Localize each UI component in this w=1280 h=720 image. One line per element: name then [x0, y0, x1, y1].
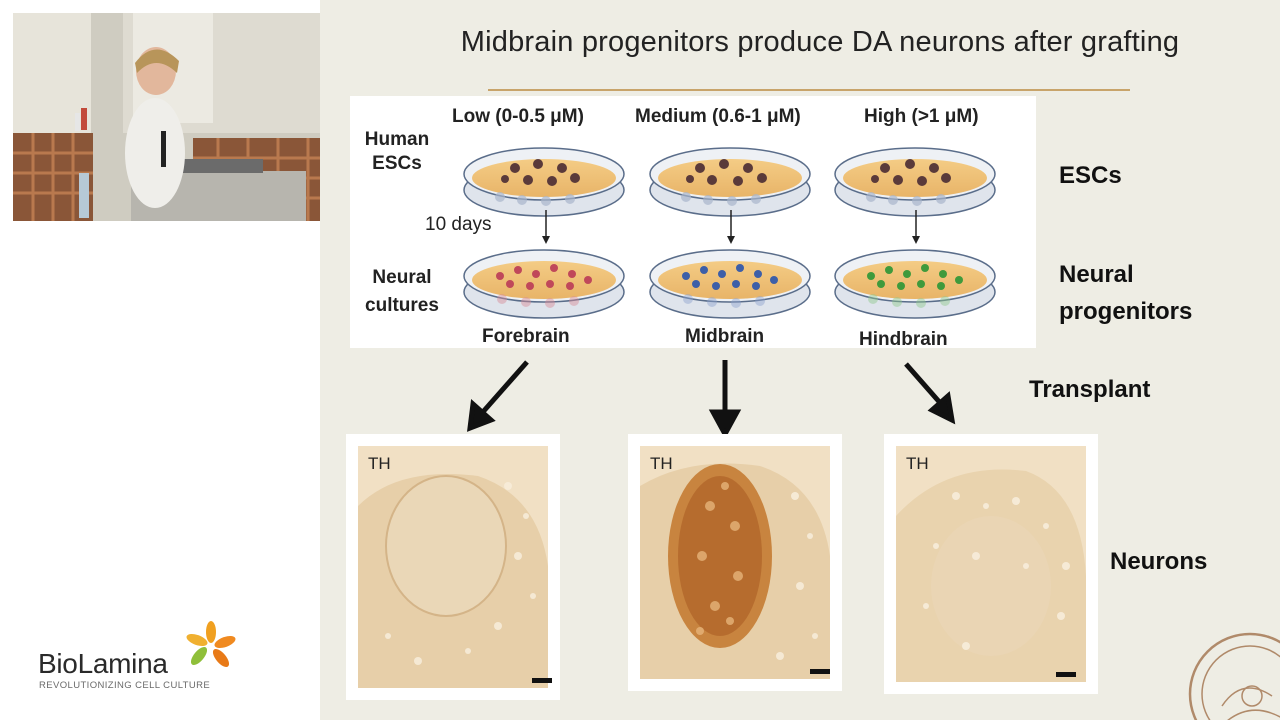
slide-title: Midbrain progenitors produce DA neurons …: [320, 26, 1280, 59]
panel-hindbrain-graft: TH: [884, 434, 1098, 694]
esc-dish-low: [464, 148, 624, 216]
region-midbrain: Midbrain: [685, 326, 764, 348]
scale-bar: [810, 669, 830, 674]
arrow-forebrain-graft: [482, 362, 527, 413]
speaker-video-frame: [13, 13, 339, 221]
neural-dish-forebrain: [464, 250, 624, 318]
biolamina-logo: BioLamina REVOLUTIONIZING CELL CULTURE: [38, 618, 258, 698]
stain-label-th: TH: [906, 454, 929, 474]
neural-dish-hindbrain: [835, 250, 995, 318]
title-divider: [488, 89, 1130, 91]
petri-dishes-graphic: [350, 96, 1036, 348]
hindbrain-tissue-image: [896, 446, 1086, 682]
scale-bar: [1056, 672, 1076, 677]
university-seal-logo: [1182, 626, 1280, 720]
logo-wordmark-lamina: Lamina: [78, 648, 168, 679]
panel-forebrain-graft: TH: [346, 434, 560, 700]
esc-dish-high: [835, 148, 995, 216]
region-forebrain: Forebrain: [482, 326, 570, 348]
scale-bar: [532, 678, 552, 683]
forebrain-tissue-image: [358, 446, 548, 688]
presentation-slide: Midbrain progenitors produce DA neurons …: [320, 0, 1280, 720]
logo-tagline: REVOLUTIONIZING CELL CULTURE: [39, 680, 210, 691]
stain-label-th: TH: [368, 454, 391, 474]
differentiation-diagram: Low (0-0.5 μM) Medium (0.6-1 μM) High (>…: [350, 96, 1036, 348]
logo-wordmark: BioLamina: [38, 648, 168, 680]
logo-wordmark-bio: Bio: [38, 648, 78, 679]
label-neurons: Neurons: [1110, 543, 1207, 580]
region-hindbrain: Hindbrain: [859, 329, 948, 351]
label-escs: ESCs: [1059, 157, 1122, 194]
esc-dish-medium: [650, 148, 810, 216]
speaker-video[interactable]: [13, 13, 339, 221]
label-neural-progenitors: Neural progenitors: [1059, 256, 1192, 330]
midbrain-tissue-image: [640, 446, 830, 679]
stain-label-th: TH: [650, 454, 673, 474]
neural-dish-midbrain: [650, 250, 810, 318]
label-transplant: Transplant: [1029, 371, 1150, 408]
panel-midbrain-graft: TH: [628, 434, 842, 691]
flower-icon: [181, 618, 241, 678]
arrow-hindbrain-graft: [906, 364, 942, 405]
